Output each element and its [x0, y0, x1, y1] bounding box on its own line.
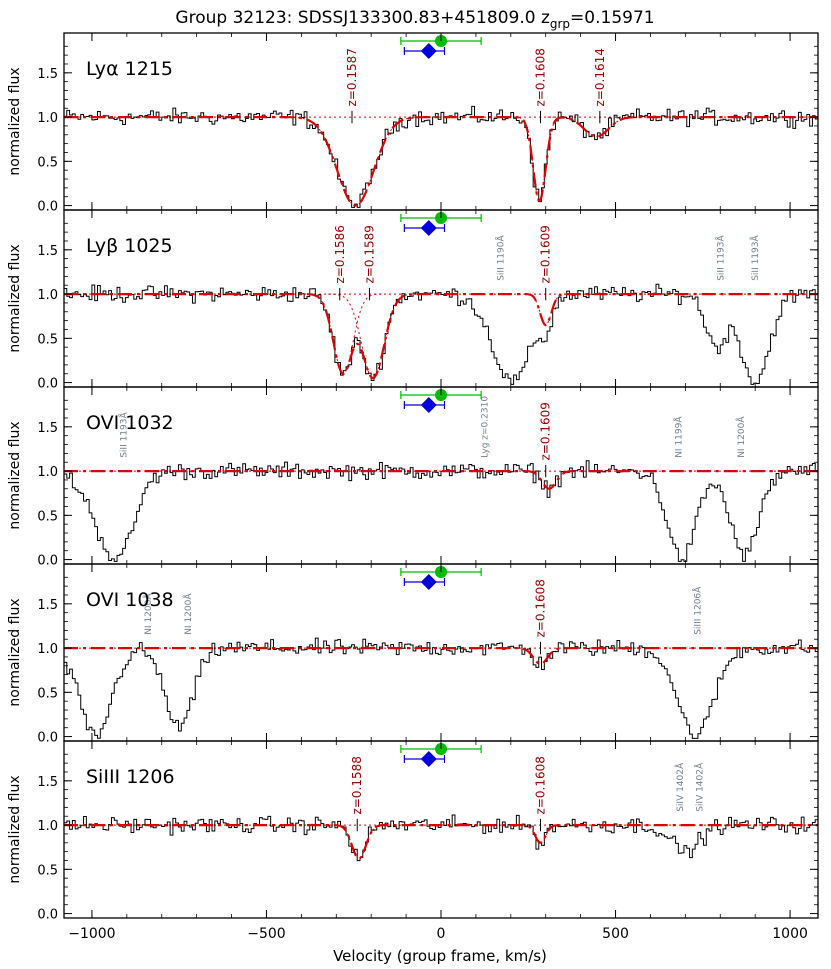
y-axis-label: normalized flux	[7, 244, 23, 352]
blue-diamond-marker	[420, 397, 437, 413]
y-tick-label: 0.5	[37, 332, 58, 347]
panels-group: z=0.1587 z=0.1608 z=0.1614 0.0 0.5 1.0 1.5 Lyα …	[7, 32, 819, 923]
blend-label: NI 1200Å	[142, 593, 154, 635]
x-axis-label: Velocity (group frame, km/s)	[333, 947, 547, 965]
panel-1: z=0.1587 z=0.1608 z=0.1614 0.0 0.5 1.0 1.5 Lyα …	[7, 32, 819, 215]
blend-label: NI 1200Å	[182, 593, 194, 635]
panel-label: SiIII 1206	[86, 766, 175, 788]
blend-label: SiIV 1402Å	[693, 762, 705, 812]
y-tick-label: 0.5	[37, 863, 58, 878]
y-tick-label: 1.0	[37, 642, 58, 657]
y-tick-label: 1.5	[37, 775, 58, 790]
y-tick-label: 1.0	[37, 111, 58, 126]
component-profile	[304, 293, 383, 375]
z-label: z=0.1608	[533, 756, 547, 814]
blend-label: SiII 1190Å	[494, 235, 506, 281]
y-tick-label: 0.0	[37, 200, 58, 215]
flux-spectrum	[64, 814, 818, 862]
chart-title-tail: =0.15971	[570, 8, 655, 28]
y-tick-label: 0.0	[37, 908, 58, 923]
component-profile	[514, 116, 565, 203]
component-profile	[282, 116, 429, 207]
model-fit	[64, 116, 818, 207]
y-tick-label: 0.5	[37, 155, 58, 170]
y-tick-label: 1.5	[37, 421, 58, 436]
y-tick-label: 0.5	[37, 686, 58, 701]
x-tick-label: 500	[602, 926, 629, 942]
y-tick-label: 1.0	[37, 465, 58, 480]
chart-title-main: Group 32123: SDSSJ133300.83+451809.0 z	[175, 8, 550, 28]
blend-label: NI 1200Å	[735, 416, 747, 458]
blend-label: SiII 1193Å	[749, 235, 761, 281]
y-tick-label: 0.0	[37, 554, 58, 569]
blend-label: Lyg z=0.2310	[481, 396, 491, 458]
flux-spectrum	[64, 460, 818, 562]
y-tick-label: 1.5	[37, 67, 58, 82]
model-fit	[64, 293, 818, 380]
component-profile	[547, 116, 646, 138]
chart-title: Group 32123: SDSSJ133300.83+451809.0 zgr…	[175, 8, 654, 31]
x-tick-label: 0	[437, 926, 446, 942]
z-label: z=0.1589	[362, 225, 376, 283]
y-tick-label: 0.5	[37, 509, 58, 524]
z-label: z=0.1588	[350, 756, 364, 814]
z-label: z=0.1608	[533, 48, 547, 106]
flux-spectrum	[64, 105, 818, 208]
y-tick-label: 1.0	[37, 288, 58, 303]
component-profile	[331, 824, 387, 860]
flux-spectrum	[64, 283, 818, 385]
panel-label: OVI 1038	[86, 589, 174, 611]
blue-diamond-marker	[420, 574, 437, 590]
y-tick-label: 1.5	[37, 244, 58, 259]
panel-3: z=0.1609 SiII 1193Å Lyg z=0.2310 NI 1199Å NI…	[7, 386, 819, 569]
z-label: z=0.1614	[593, 48, 607, 106]
chart-title-subscript: grp	[550, 17, 570, 31]
panel-2: z=0.1586 z=0.1589 z=0.1609 SiII 1190Å SiII 1…	[7, 209, 819, 392]
x-axis: −1000 −500 0 500 1000	[68, 926, 808, 942]
panel-label: Lyβ 1025	[86, 235, 173, 257]
z-label: z=0.1587	[345, 48, 359, 106]
y-axis-label: normalized flux	[7, 775, 23, 883]
blue-diamond-marker	[420, 220, 437, 236]
x-tick-label: −500	[247, 926, 285, 942]
y-axis-label: normalized flux	[7, 598, 23, 706]
blend-label: NI 1199Å	[672, 416, 684, 458]
y-tick-label: 1.0	[37, 819, 58, 834]
model-fit	[64, 824, 818, 860]
blend-label: SiIII 1206Å	[692, 586, 704, 635]
blend-label: SiII 1193Å	[714, 235, 726, 281]
y-tick-label: 1.5	[37, 598, 58, 613]
panel-frame	[63, 32, 819, 211]
z-label: z=0.1608	[533, 579, 547, 637]
panel-5: z=0.1588 z=0.1608 SiIV 1402Å SiIV 1402Å 0.0 0…	[7, 740, 819, 923]
y-axis-label: normalized flux	[7, 67, 23, 175]
z-label: z=0.1586	[333, 225, 347, 283]
y-tick-label: 0.0	[37, 377, 58, 392]
x-tick-label: 1000	[772, 926, 808, 942]
y-axis-label: normalized flux	[7, 421, 23, 529]
component-profile	[328, 293, 418, 379]
blend-label: SiIV 1402Å	[674, 762, 686, 812]
y-tick-label: 0.0	[37, 731, 58, 746]
blue-diamond-marker	[420, 43, 437, 59]
panel-label: OVI 1032	[86, 412, 174, 434]
flux-spectrum	[64, 637, 818, 739]
component-profile	[523, 293, 569, 326]
panel-frame	[63, 209, 819, 388]
blue-diamond-marker	[420, 751, 437, 767]
blend-label: SiII 1193Å	[117, 412, 129, 458]
model-fit	[64, 647, 818, 666]
z-label: z=0.1609	[539, 225, 553, 283]
panel-label: Lyα 1215	[86, 58, 173, 80]
x-tick-label: −1000	[68, 926, 115, 942]
z-label: z=0.1609	[539, 402, 553, 460]
panel-4: z=0.1608 NI 1200Å NI 1200Å SiIII 1206Å 0.0 0.…	[7, 563, 819, 746]
